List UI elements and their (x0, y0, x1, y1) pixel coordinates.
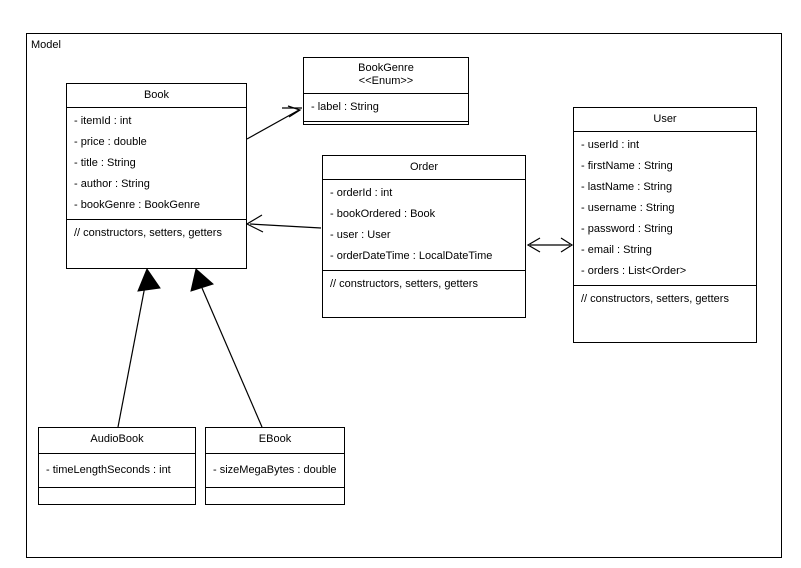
class-box-ebook[interactable]: EBook - sizeMegaBytes : double (205, 427, 345, 505)
attribute-row: - itemId : int (74, 115, 132, 127)
class-box-audiobook[interactable]: AudioBook - timeLengthSeconds : int (38, 427, 196, 505)
class-stereotype-label: <<Enum>> (358, 75, 414, 87)
class-box-bookgenre[interactable]: BookGenre <<Enum>> - label : String (303, 57, 469, 125)
attribute-row: - sizeMegaBytes : double (213, 464, 337, 476)
class-name-label: BookGenre (358, 62, 414, 74)
attribute-row: - bookOrdered : Book (330, 208, 436, 220)
class-operations-book: // constructors, setters, getters (74, 227, 222, 239)
attribute-row: - orderId : int (330, 187, 393, 199)
class-operations-order: // constructors, setters, getters (330, 278, 478, 290)
attribute-row: - author : String (74, 178, 150, 190)
class-attributes-order: - orderId : int - bookOrdered : Book - u… (323, 180, 525, 271)
class-operations-audiobook (39, 488, 195, 502)
attribute-row: - price : double (74, 136, 147, 148)
class-attributes-bookgenre: - label : String (304, 94, 468, 122)
attribute-row: - password : String (581, 223, 673, 235)
class-attributes-book: - itemId : int - price : double - title … (67, 108, 246, 220)
class-name-audiobook: AudioBook (39, 428, 195, 454)
attribute-row: - lastName : String (581, 181, 673, 193)
attribute-row: - bookGenre : BookGenre (74, 199, 200, 211)
class-operations-ebook (206, 488, 344, 502)
class-attributes-ebook: - sizeMegaBytes : double (206, 454, 344, 488)
class-attributes-user: - userId : int - firstName : String - la… (574, 132, 756, 286)
attribute-row: - timeLengthSeconds : int (46, 464, 171, 476)
attribute-row: - userId : int (581, 139, 640, 151)
class-attributes-audiobook: - timeLengthSeconds : int (39, 454, 195, 488)
class-name-bookgenre: BookGenre <<Enum>> (304, 58, 468, 94)
class-name-ebook: EBook (206, 428, 344, 454)
attribute-row: - orders : List<Order> (581, 265, 687, 277)
class-box-book[interactable]: Book - itemId : int - price : double - t… (66, 83, 247, 269)
class-operations-user: // constructors, setters, getters (581, 293, 729, 305)
class-name-book: Book (67, 84, 246, 108)
attribute-row: - title : String (74, 157, 136, 169)
class-box-order[interactable]: Order - orderId : int - bookOrdered : Bo… (322, 155, 526, 318)
attribute-row: - user : User (330, 229, 391, 241)
class-name-user: User (574, 108, 756, 132)
attribute-row: - label : String (311, 101, 379, 113)
model-frame (26, 33, 782, 558)
attribute-row: - username : String (581, 202, 675, 214)
class-operations-bookgenre (304, 122, 468, 136)
attribute-row: - email : String (581, 244, 652, 256)
attribute-row: - firstName : String (581, 160, 673, 172)
model-frame-label: Model (31, 39, 61, 51)
class-name-order: Order (323, 156, 525, 180)
attribute-row: - orderDateTime : LocalDateTime (330, 250, 493, 262)
class-box-user[interactable]: User - userId : int - firstName : String… (573, 107, 757, 343)
